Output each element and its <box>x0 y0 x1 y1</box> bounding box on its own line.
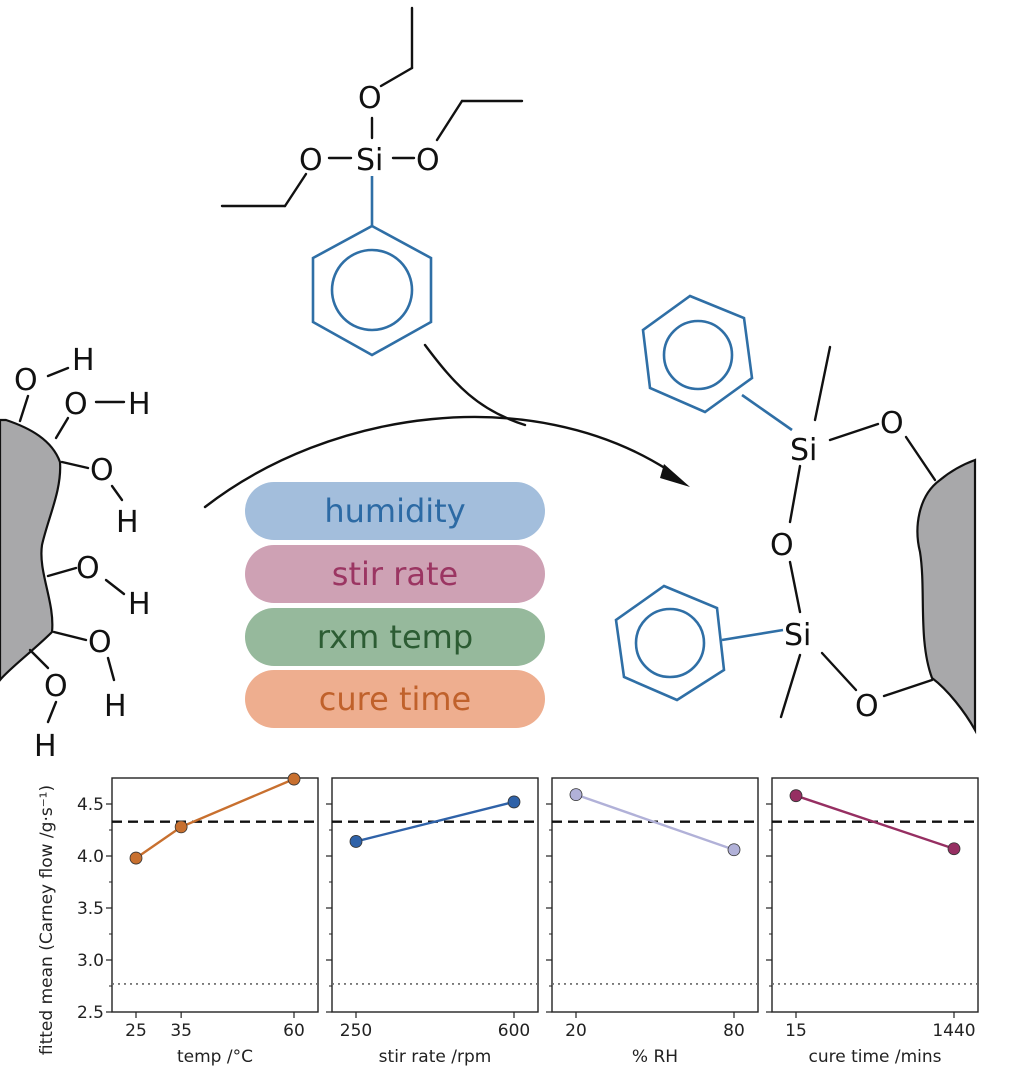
atom-o-lower: O <box>855 689 879 724</box>
pill-rxm-temp-label: rxm temp <box>317 618 473 656</box>
atom-o: O <box>64 387 88 422</box>
pill-stir-rate <box>245 545 545 603</box>
series-line <box>355 800 515 843</box>
y-tick-label: 4.5 <box>77 795 104 815</box>
series-line <box>575 793 735 851</box>
atom-o-top: O <box>358 81 382 116</box>
data-point <box>789 789 803 803</box>
y-tick-label: 2.5 <box>77 1003 104 1023</box>
data-point <box>947 842 961 856</box>
y-tick-label: 3.0 <box>77 951 104 971</box>
pill-humidity <box>245 482 545 540</box>
atom-h: H <box>72 343 95 378</box>
x-axis-label: temp /°C <box>177 1047 253 1067</box>
atom-h: H <box>104 689 127 724</box>
panel-frame <box>771 777 979 1013</box>
silylated-surface: Si O O Si O <box>614 294 977 735</box>
pill-cure-time <box>245 670 545 728</box>
panel-frame <box>551 777 759 1013</box>
pill-cure-time-label: cure time <box>319 680 471 718</box>
data-point <box>727 843 741 857</box>
x-axis-label: cure time /mins <box>808 1047 941 1067</box>
atom-si-lower: Si <box>784 618 811 653</box>
data-point <box>174 820 188 834</box>
arrowhead-icon <box>660 464 690 487</box>
y-tick-label: 4.0 <box>77 847 104 867</box>
atom-o: O <box>44 669 68 704</box>
panel-frame <box>111 777 319 1013</box>
atom-h: H <box>116 505 139 540</box>
x-tick-label: 35 <box>170 1021 192 1041</box>
x-tick-label: 25 <box>125 1021 147 1041</box>
y-tick-label: 3.5 <box>77 899 104 919</box>
atom-o-left: O <box>299 143 323 178</box>
data-point <box>129 851 143 865</box>
x-tick-label: 80 <box>723 1021 745 1041</box>
series-line <box>135 777 295 860</box>
atom-o: O <box>90 453 114 488</box>
x-tick-label: 20 <box>565 1021 587 1041</box>
data-point <box>287 772 301 786</box>
atom-o: O <box>14 363 38 398</box>
x-axis-label: % RH <box>632 1047 678 1067</box>
atom-o: O <box>76 551 100 586</box>
pill-stir-rate-label: stir rate <box>332 555 458 593</box>
atom-o-upper: O <box>880 406 904 441</box>
atom-h: H <box>128 387 151 422</box>
atom-h: H <box>34 729 57 764</box>
atom-o: O <box>88 625 112 660</box>
pill-humidity-label: humidity <box>324 492 465 530</box>
reaction-arrows <box>203 343 690 509</box>
panel-frame <box>331 777 539 1013</box>
y-axis-label: fitted mean (Carney flow /g·s⁻¹) <box>37 785 57 1055</box>
data-point <box>569 788 583 802</box>
x-tick-label: 250 <box>340 1021 372 1041</box>
series-line <box>795 794 955 850</box>
x-tick-label: 1440 <box>932 1021 975 1041</box>
x-tick-label: 600 <box>498 1021 530 1041</box>
pill-rxm-temp <box>245 608 545 666</box>
atom-si-reagent: Si <box>356 143 383 178</box>
atom-si-upper: Si <box>790 433 817 468</box>
main-effects-chart: fitted mean (Carney flow /g·s⁻¹) 2.5 3.0 3… <box>37 772 979 1067</box>
hydroxylated-surface: O H O H O H O H O H O H <box>0 343 151 764</box>
atom-o-bridge: O <box>770 528 794 563</box>
data-point <box>349 835 363 848</box>
data-point <box>507 795 521 809</box>
x-tick-label: 60 <box>283 1021 305 1041</box>
x-axis-label: stir rate /rpm <box>379 1047 492 1067</box>
atom-h: H <box>128 587 151 622</box>
atom-o-right: O <box>416 143 440 178</box>
x-tick-label: 15 <box>785 1021 807 1041</box>
factor-pills: humidity stir rate rxm temp cure time <box>245 482 545 728</box>
phenylsilane-reagent: O Si O O <box>220 6 524 357</box>
